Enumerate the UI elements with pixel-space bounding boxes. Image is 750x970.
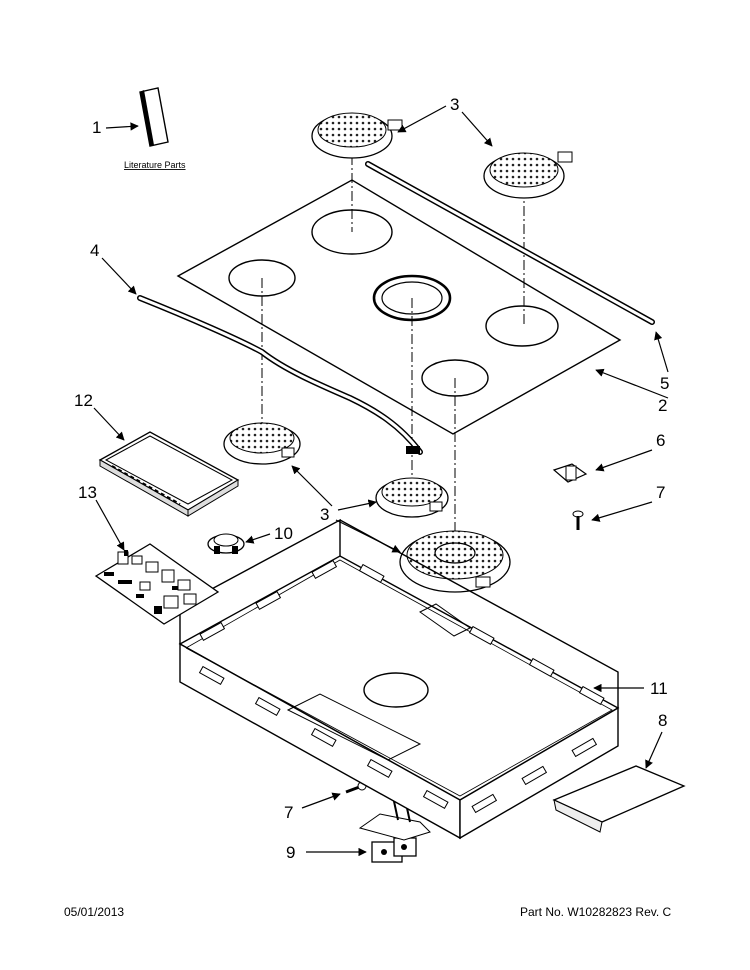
callout-3-bottom: 3	[320, 505, 329, 524]
front-trim-strip	[137, 295, 423, 455]
leader-line-3-top-left	[397, 105, 447, 133]
footer-date: 05/01/2013	[64, 905, 125, 919]
literature-parts-label: Literature Parts	[124, 160, 186, 170]
leader-line-3-top-right	[461, 111, 493, 147]
leader-line-2	[595, 368, 669, 399]
surface-element-left	[223, 422, 301, 465]
burner-box	[178, 518, 620, 840]
callout-12: 12	[74, 391, 93, 410]
limiter-switch	[207, 533, 245, 554]
leader-line-5	[654, 331, 669, 373]
leader-line-3-left	[291, 465, 333, 507]
leader-line-3-center	[337, 499, 377, 511]
callout-10: 10	[274, 524, 293, 543]
callout-2: 2	[658, 396, 667, 415]
literature-booklet	[139, 87, 169, 147]
drip-tray	[98, 431, 240, 517]
callout-9: 9	[286, 843, 295, 862]
leader-line-4	[101, 257, 137, 295]
callout-11: 11	[650, 679, 668, 698]
control-board	[94, 543, 220, 625]
callout-8: 8	[658, 711, 667, 730]
cover-plate	[552, 765, 686, 833]
leader-line-13	[95, 499, 125, 551]
screw-right	[572, 510, 584, 530]
leader-line-10	[245, 533, 271, 544]
glass-cooktop	[176, 179, 622, 435]
surface-element-center	[375, 477, 449, 518]
footer-part-number: Part No. W10282823 Rev. C	[520, 905, 672, 919]
surface-element-top-left	[311, 112, 403, 159]
leader-line-6	[595, 449, 653, 472]
callout-7-right: 7	[656, 483, 665, 502]
callout-13: 13	[78, 483, 97, 502]
leader-line-12	[93, 407, 125, 441]
callout-7-bottom: 7	[284, 803, 293, 822]
callout-4: 4	[90, 241, 99, 260]
leader-line-7-right	[591, 501, 653, 522]
surface-element-dual	[399, 530, 511, 593]
callout-3-top: 3	[450, 95, 459, 114]
rear-trim-strip	[365, 161, 655, 325]
switch-assembly	[358, 791, 431, 863]
callout-5: 5	[660, 374, 669, 393]
callout-1: 1	[92, 118, 101, 137]
mounting-bracket	[552, 463, 588, 483]
leader-line-8	[645, 731, 663, 769]
leader-line-1	[105, 122, 139, 131]
surface-element-top-right	[483, 151, 573, 199]
callout-6: 6	[656, 431, 665, 450]
burner-box-slots	[198, 559, 605, 814]
leader-line-7-bottom	[301, 792, 341, 809]
